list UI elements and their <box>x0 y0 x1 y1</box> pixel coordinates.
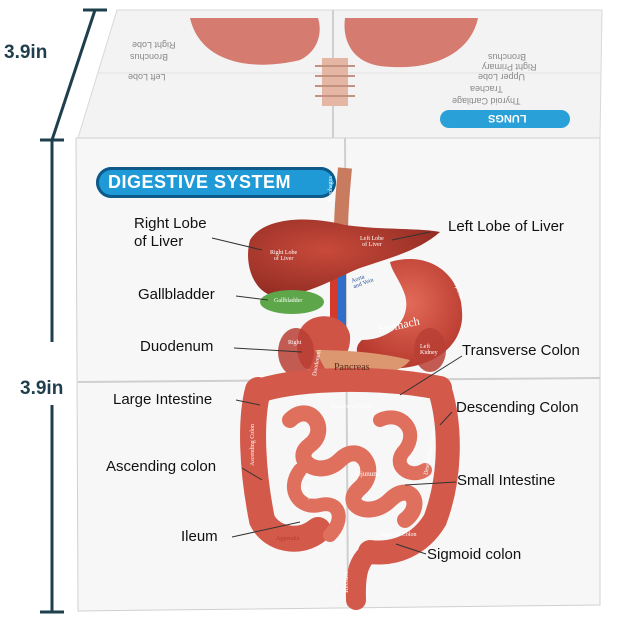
top-label-7: Bronchus <box>130 52 169 62</box>
organ-label-transverse-small: Transverse Colon <box>330 404 373 410</box>
organ-label-sigmoid-small: Sigmoid Colon <box>380 532 417 538</box>
organ-label-right-lobe-small: Right Lobe of Liver <box>270 250 298 262</box>
organ-label-jejunum: Jejunum <box>355 470 379 478</box>
top-label-6: Left Lobe <box>128 72 166 82</box>
top-label-1: Thyroid Cartilage <box>452 96 521 106</box>
top-label-8: Right Lobe <box>132 40 176 50</box>
label-gallbladder: Gallbladder <box>138 286 215 303</box>
label-descending-colon: Descending Colon <box>456 399 579 416</box>
label-duodenum: Duodenum <box>140 338 214 355</box>
organ-label-left-lobe-small: Left Lobe of Liver <box>360 236 384 248</box>
label-large-intestine: Large Intestine <box>113 391 213 408</box>
organ-label-gallbladder-small: Gallbladder <box>274 298 303 304</box>
label-small-intestine: Small Intestine <box>457 472 556 489</box>
organ-label-appendix: Appendix <box>276 536 300 542</box>
organ-label-esophagus: Esophagus <box>328 176 334 202</box>
organ-label-right-kidney: Right <box>288 340 302 346</box>
page-title: DIGESTIVE SYSTEM <box>108 172 292 192</box>
label-ileum: Ileum <box>181 528 218 545</box>
dimension-top-label: 3.9in <box>4 42 48 63</box>
top-label-3: Upper Lobe <box>478 72 526 82</box>
label-transverse-colon: Transverse Colon <box>462 342 580 359</box>
organ-label-rectum: Rectum <box>341 571 350 593</box>
top-label-2: Trachea <box>470 84 503 94</box>
top-label-5: Bronchus <box>488 52 527 62</box>
dimension-height-label: 3.9in <box>20 378 64 399</box>
top-label-4: Right Primary <box>482 62 537 72</box>
organ-label-pancreas: Pancreas <box>334 362 370 373</box>
label-right-lobe: Right Lobe of Liver <box>134 215 207 250</box>
lungs-badge: LUNGS <box>488 112 527 124</box>
label-ascending-colon: Ascending colon <box>106 458 217 475</box>
organ-label-ascending-small: Ascending Colon <box>249 424 256 466</box>
organ-label-left-kidney: Left Kidney <box>420 344 438 356</box>
digestive-system-title-badge: DIGESTIVE SYSTEM <box>96 167 336 198</box>
label-left-lobe: Left Lobe of Liver <box>448 218 564 235</box>
label-sigmoid-colon: Sigmoid colon <box>427 546 522 563</box>
